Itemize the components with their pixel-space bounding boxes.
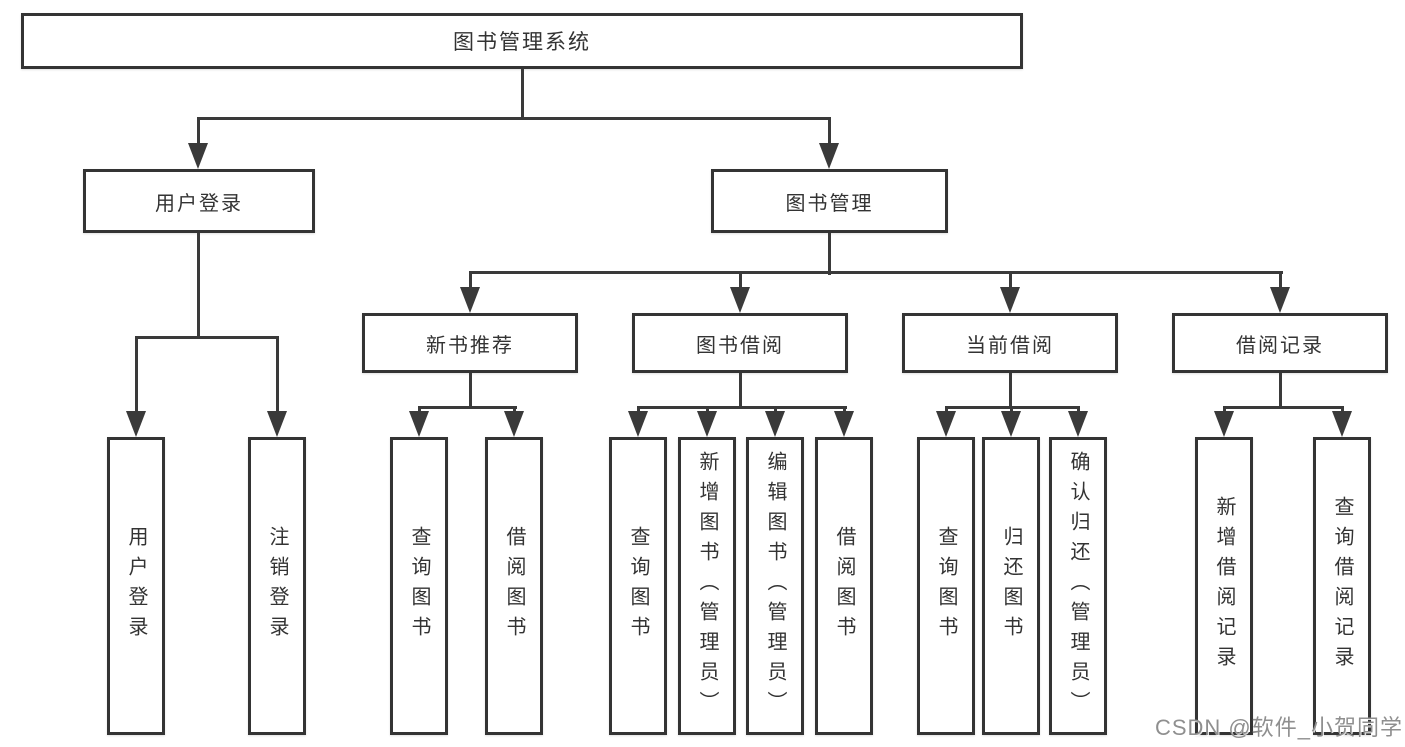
arrow-down-icon [819,143,839,169]
arrow-down-icon [730,287,750,313]
leaf-nbr-borrow-books-label: 借阅图书 [503,526,525,646]
connector-bookmgmt-shaft [828,117,831,145]
arrow-down-icon [267,411,287,437]
node-book-mgmt: 图书管理 [711,169,948,233]
leaf-nbr-query-books: 查询图书 [390,437,448,735]
leaf-user-login: 用户登录 [107,437,165,735]
leaf-nbr-borrow-books: 借阅图书 [485,437,543,735]
arrow-down-icon [1270,287,1290,313]
leaf-bb-add-books: 新增图书（管理员） [678,437,736,735]
leaf-logout: 注销登录 [248,437,306,735]
connector-nbr-hline [418,406,517,409]
arrow-down-icon [409,411,429,437]
arrow-down-icon [126,411,146,437]
leaf-cb-return-books-label: 归还图书 [1000,526,1022,646]
connector-l2-shaft [1009,271,1012,289]
node-book-borrow: 图书借阅 [632,313,848,373]
connector-root-hline [197,117,831,120]
arrow-down-icon [697,411,717,437]
node-user-login: 用户登录 [83,169,315,233]
node-borrow-records-label: 借阅记录 [1236,334,1324,357]
arrow-down-icon [936,411,956,437]
arrow-down-icon [1332,411,1352,437]
leaf-br-add-record: 新增借阅记录 [1195,437,1253,735]
arrow-down-icon [765,411,785,437]
arrow-down-icon [188,143,208,169]
node-root: 图书管理系统 [21,13,1023,69]
leaf-bb-edit-books: 编辑图书（管理员） [746,437,804,735]
connector-leaf-shaft [135,336,138,416]
node-book-borrow-label: 图书借阅 [696,334,784,357]
connector-bookmgmt-stub [828,233,831,275]
leaf-br-query-record-label: 查询借阅记录 [1331,496,1353,676]
arrow-down-icon [460,287,480,313]
connector-cb-stub [1009,373,1012,409]
leaf-cb-query-books-label: 查询图书 [935,526,957,646]
leaf-cb-query-books: 查询图书 [917,437,975,735]
leaf-bb-query-books: 查询图书 [609,437,667,735]
connector-root-stub [521,69,524,120]
leaf-cb-confirm-return-label: 确认归还（管理员） [1067,451,1089,721]
connector-nbr-stub [469,373,472,409]
connector-bookmgmt-hline [469,271,1283,274]
arrow-down-icon [1214,411,1234,437]
arrow-down-icon [1068,411,1088,437]
connector-l2-shaft [1279,271,1282,289]
leaf-user-login-label: 用户登录 [125,526,147,646]
arrow-down-icon [1000,287,1020,313]
leaf-br-query-record: 查询借阅记录 [1313,437,1371,735]
node-new-book-rec: 新书推荐 [362,313,578,373]
connector-userlogin-hline [135,336,278,339]
leaf-logout-label: 注销登录 [266,526,288,646]
node-current-borrow-label: 当前借阅 [966,334,1054,357]
node-root-label: 图书管理系统 [453,31,591,54]
leaf-bb-borrow-books: 借阅图书 [815,437,873,735]
leaf-bb-add-books-label: 新增图书（管理员） [696,451,718,721]
arrow-down-icon [1001,411,1021,437]
leaf-nbr-query-books-label: 查询图书 [408,526,430,646]
connector-userlogin-shaft [197,117,200,145]
node-book-mgmt-label: 图书管理 [785,192,874,215]
node-borrow-records: 借阅记录 [1172,313,1388,373]
connector-l2-shaft [739,271,742,289]
leaf-bb-edit-books-label: 编辑图书（管理员） [764,451,786,721]
connector-userlogin-stub [197,233,200,339]
leaf-bb-borrow-books-label: 借阅图书 [833,526,855,646]
connector-bb-hline [637,406,847,409]
leaf-br-add-record-label: 新增借阅记录 [1213,496,1235,676]
arrow-down-icon [834,411,854,437]
connector-leaf-shaft [276,336,279,416]
connector-br-hline [1223,406,1343,409]
node-user-login-label: 用户登录 [155,192,243,215]
connector-bb-stub [739,373,742,409]
arrow-down-icon [504,411,524,437]
leaf-cb-return-books: 归还图书 [982,437,1040,735]
leaf-bb-query-books-label: 查询图书 [627,526,649,646]
connector-l2-shaft [469,271,472,289]
leaf-cb-confirm-return: 确认归还（管理员） [1049,437,1107,735]
node-current-borrow: 当前借阅 [902,313,1118,373]
arrow-down-icon [628,411,648,437]
node-new-book-rec-label: 新书推荐 [426,334,514,357]
connector-br-stub [1279,373,1282,409]
watermark: CSDN @软件_小贺同学 [1154,715,1403,740]
